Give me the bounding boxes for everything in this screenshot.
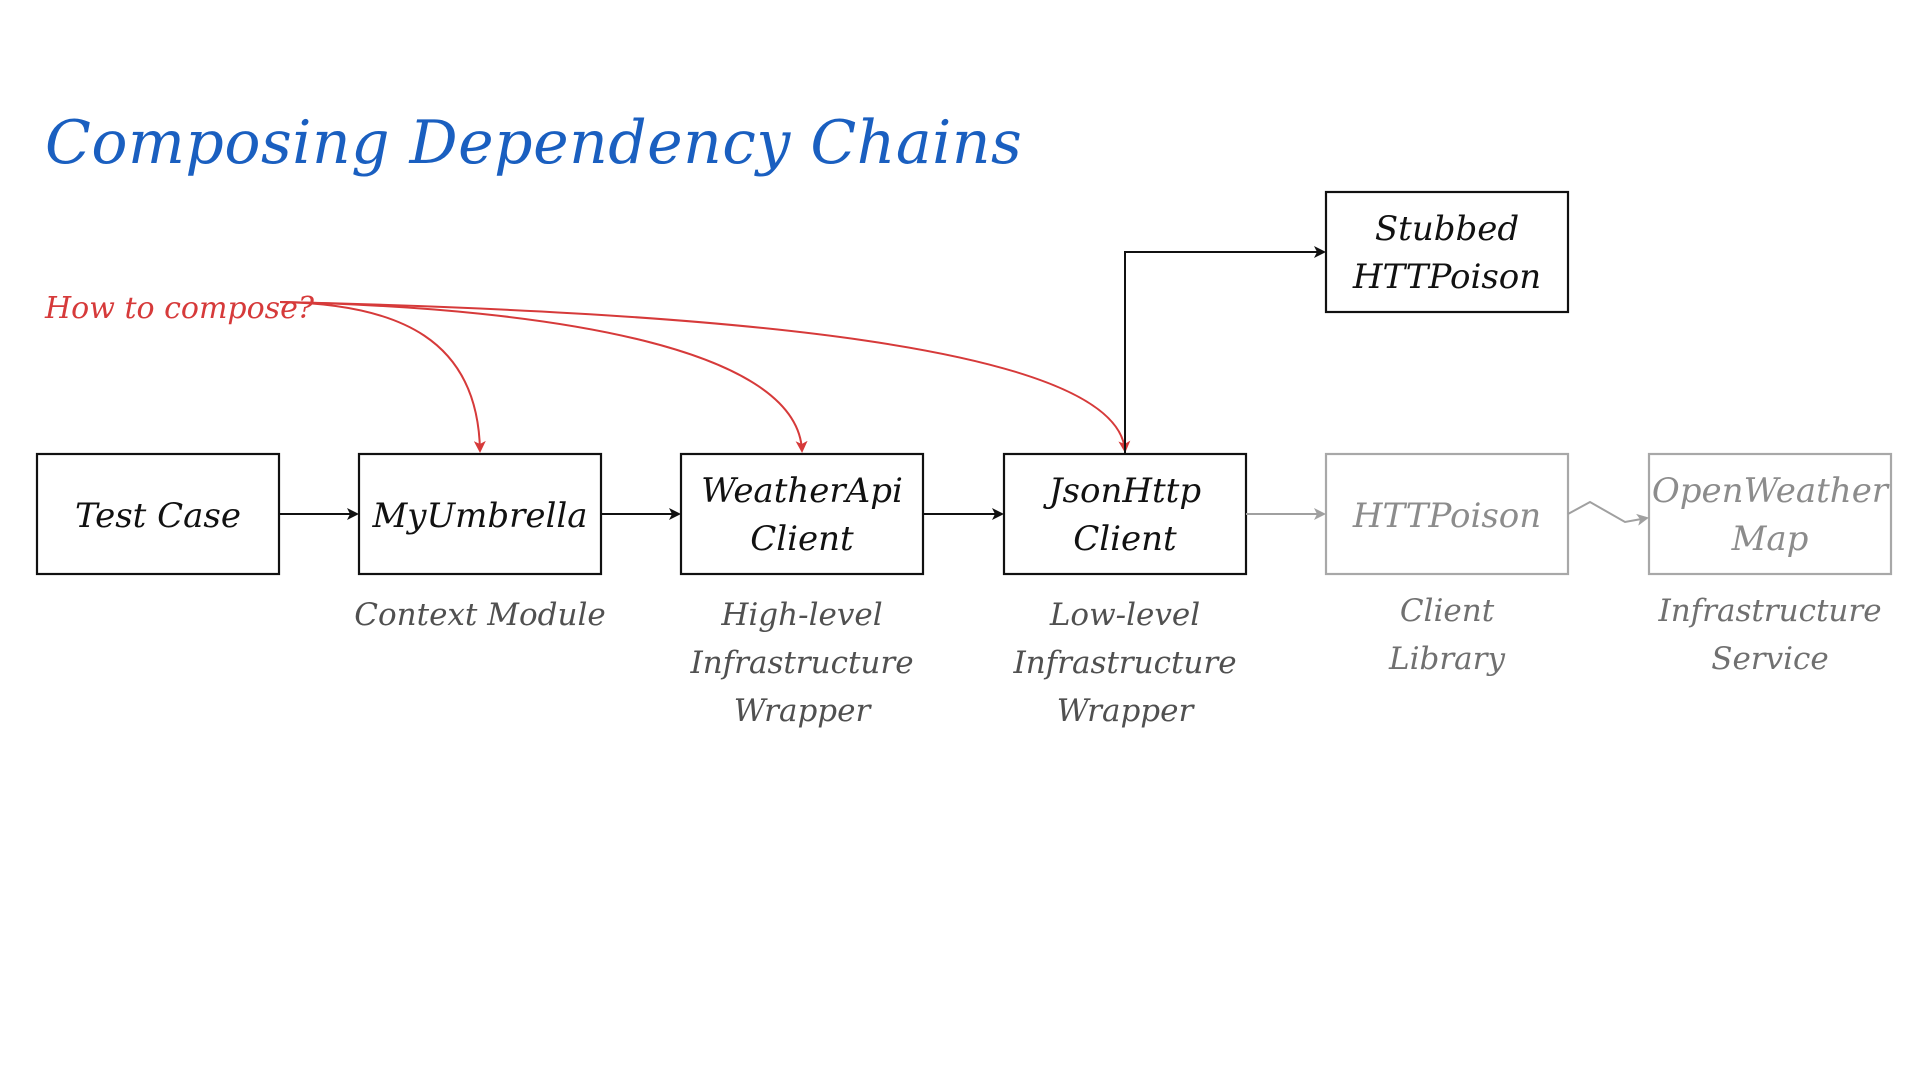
- httpoison-caption-line2: Library: [1388, 641, 1505, 677]
- stubbed-httpoison-label-line2: HTTPoison: [1352, 257, 1541, 297]
- open-weather-caption-line1: Infrastructure: [1657, 593, 1881, 629]
- slide-title: Composing Dependency Chains: [45, 108, 1023, 178]
- httpoison-label: HTTPoison: [1352, 496, 1541, 536]
- test-case-box: [35, 452, 281, 576]
- my-umbrella-caption-line1: Context Module: [354, 597, 605, 633]
- httpoison-box: [1324, 452, 1570, 576]
- json-http-client-label-line1: JsonHttp: [1043, 471, 1201, 511]
- stubbed-httpoison-box: [1324, 190, 1570, 314]
- json-http-client-label-line2: Client: [1073, 519, 1177, 559]
- open-weather-map-label-line1: OpenWeather: [1652, 471, 1890, 511]
- weather-api-client-label-line2: Client: [750, 519, 854, 559]
- weather-api-caption-line3: Wrapper: [734, 693, 873, 729]
- weather-api-client-label-line1: WeatherApi: [701, 471, 903, 511]
- question-arrow-to-weatherapi: [279, 301, 808, 453]
- weather-api-caption-line2: Infrastructure: [689, 645, 913, 681]
- my-umbrella-box: [357, 452, 603, 576]
- weather-api-client-box: [679, 452, 925, 576]
- httpoison-caption-line1: Client: [1400, 593, 1495, 629]
- json-http-caption-line2: Infrastructure: [1012, 645, 1236, 681]
- json-http-caption-line1: Low-level: [1049, 597, 1200, 633]
- edge-jsonhttp-to-stubbed: [1124, 246, 1326, 454]
- edge-httpoison-to-openweather: [1567, 500, 1649, 526]
- json-http-caption-line3: Wrapper: [1057, 693, 1196, 729]
- stubbed-httpoison-label-line1: Stubbed: [1375, 209, 1519, 249]
- open-weather-map-label-line2: Map: [1731, 519, 1809, 559]
- question-arrow-to-jsonhttp: [279, 301, 1131, 453]
- question-label: How to compose?: [44, 291, 315, 326]
- my-umbrella-label: MyUmbrella: [371, 496, 587, 536]
- open-weather-caption-line2: Service: [1711, 641, 1829, 677]
- weather-api-caption-line1: High-level: [720, 597, 882, 633]
- question-arrow-to-myumbrella: [279, 301, 486, 453]
- open-weather-map-box: [1647, 452, 1893, 576]
- test-case-label: Test Case: [75, 496, 241, 536]
